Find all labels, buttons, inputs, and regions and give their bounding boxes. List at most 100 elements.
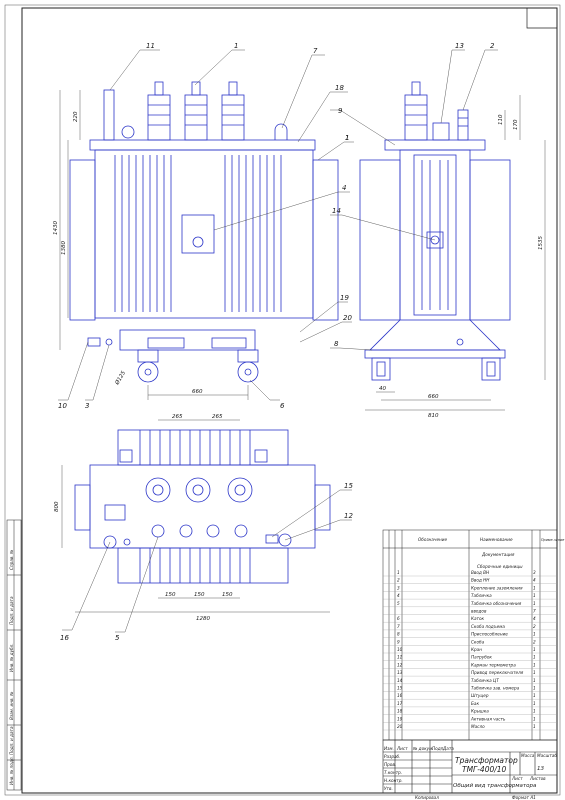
table-cell-pos: 11 (397, 655, 403, 660)
title-row-prov: Пров. (384, 762, 396, 767)
dim-side-top-a: 170 (513, 119, 519, 130)
title-row-ndok: № докум. (412, 746, 434, 751)
front-wheel-right (237, 361, 259, 383)
callout-4: 4 (342, 184, 346, 192)
front-wheel-left (137, 361, 159, 383)
dim-side-height: 1535 (538, 236, 544, 250)
front-radiator-left (69, 159, 96, 321)
table-cell-name: Активная часть (470, 716, 506, 721)
front-lid (89, 139, 316, 151)
dim-front-top: 220 (73, 111, 79, 122)
table-cell-name: Табличка зав. номера (471, 686, 520, 691)
table-cell-pos: 15 (397, 686, 403, 691)
table-cell-name: Патрубок (471, 655, 492, 660)
front-dims (59, 90, 249, 400)
front-lift-lug (274, 123, 288, 140)
stamp-podp-1: Подп. и дата (9, 726, 14, 755)
callout-16: 16 (60, 634, 69, 642)
table-cell-qty: 1 (533, 647, 536, 652)
callout-3: 3 (85, 402, 89, 410)
callout-1-side: 1 (345, 134, 349, 142)
parts-table-grid (382, 529, 558, 741)
title-line-1: Трансформатор (455, 756, 518, 765)
stamp-sprav: Справ. № (9, 549, 14, 570)
table-cell-qty: 2 (533, 639, 536, 644)
table-cell-pos: 17 (397, 701, 403, 706)
title-row-list: Лист (396, 746, 408, 751)
table-cell-pos: 3 (397, 585, 400, 590)
callout-5: 5 (115, 634, 120, 642)
side-dims (365, 95, 546, 411)
dim-plan-spacing-b: 265 (212, 414, 223, 420)
table-cell-pos: 1 (397, 570, 400, 575)
title-block-grid (382, 739, 558, 794)
table-cell-qty: 1 (533, 709, 536, 714)
table-cell-qty: 4 (533, 578, 536, 583)
footer-copied: Копировал (415, 795, 439, 800)
callout-7: 7 (313, 47, 318, 55)
table-cell-name: Каток (471, 616, 485, 621)
title-sheet-count: 13 (537, 766, 544, 772)
callout-10: 10 (58, 402, 67, 410)
table-cell-name: Крышка (471, 709, 489, 714)
table-cell-qty: 4 (533, 616, 536, 621)
side-switch-drive (432, 122, 450, 141)
plan-fins (139, 430, 251, 583)
side-base (369, 319, 501, 351)
callout-8: 8 (334, 340, 339, 348)
callout-15: 15 (344, 482, 353, 490)
dim-side-offset: 40 (379, 386, 386, 392)
front-leaders (58, 49, 354, 401)
dim-side-track: 660 (428, 394, 439, 400)
table-cell-pos: 6 (397, 616, 400, 621)
table-cell-pos: 20 (397, 724, 403, 729)
dim-plan-spacing-a: 265 (172, 414, 183, 420)
title-row-data: Дата (442, 746, 454, 751)
table-header-designation: Обозначение (418, 537, 447, 542)
table-cell-qty: 1 (533, 716, 536, 721)
table-cell-name: Ввод НН (471, 578, 490, 583)
callout-9: 9 (338, 107, 343, 115)
table-cell-name: Крепление заземления (471, 585, 523, 590)
callout-1-top: 1 (234, 42, 238, 50)
front-nameplate (181, 214, 215, 254)
plan-radiator-bottom (117, 547, 289, 584)
title-mass-label: Масса (521, 753, 535, 758)
side-stamp (6, 519, 22, 791)
table-cell-qty: 1 (533, 724, 536, 729)
side-radiator-right (469, 159, 511, 321)
table-cell-qty: 1 (533, 670, 536, 675)
inner-frame (21, 7, 558, 794)
table-cell-qty: 1 (533, 662, 536, 667)
top-corner-box (526, 8, 557, 29)
title-sheets-label: Листов (529, 776, 546, 781)
dim-plan-width: 800 (54, 501, 60, 512)
plan-hv-bushing-1 (145, 477, 171, 503)
table-cell-pos: 10 (397, 647, 403, 652)
table-cell-name: Скоба (471, 639, 485, 644)
front-base (119, 329, 256, 351)
table-cell-qty: 1 (533, 693, 536, 698)
table-cell-qty: 1 (533, 678, 536, 683)
side-nameplate (413, 154, 457, 316)
table-cell-qty: 1 (533, 593, 536, 598)
table-cell-name: Табличка обозначения (471, 601, 522, 606)
table-cell-pos: 14 (397, 678, 403, 683)
table-cell-name: Привод переключателя (471, 670, 524, 675)
table-cell-name: Масло (471, 724, 485, 729)
table-cell-pos: 9 (397, 639, 400, 644)
title-subtitle: Общий вид трансформатора (453, 783, 537, 789)
side-bushing (404, 94, 428, 141)
title-row-podp: Подп. (432, 746, 445, 751)
table-cell-qty: 1 (533, 585, 536, 590)
callout-11: 11 (146, 42, 155, 50)
callout-12: 12 (344, 512, 353, 520)
side-view (359, 81, 511, 381)
callout-2: 2 (490, 42, 495, 50)
dim-plan-overall: 1280 (196, 616, 210, 622)
callout-20: 20 (343, 314, 352, 322)
title-row-nkontr: Н.контр. (384, 778, 403, 783)
front-fins (114, 155, 282, 312)
callout-18: 18 (335, 84, 344, 92)
